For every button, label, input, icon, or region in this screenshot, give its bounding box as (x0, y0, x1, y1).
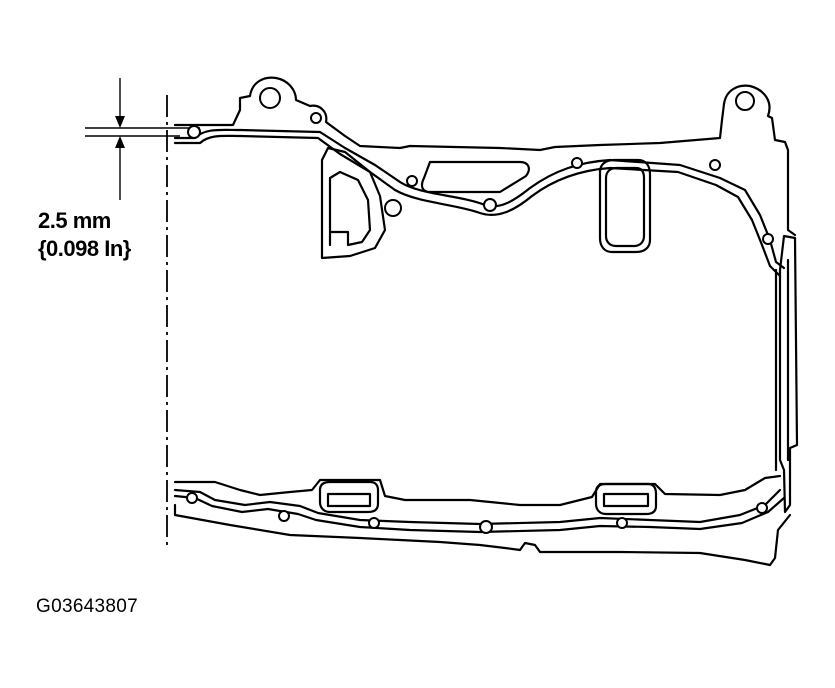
left-pocket (320, 146, 387, 260)
upper-gasket-bead (173, 128, 786, 270)
lower-gasket-bead (173, 488, 782, 526)
right-side-flange (778, 234, 799, 514)
lower-flange-outline (173, 474, 782, 507)
right-window (598, 158, 652, 254)
figure-code: G03643807 (36, 596, 139, 617)
lower-right-slot (594, 482, 658, 516)
dimension-arrows (85, 78, 200, 200)
lower-left-slot (318, 480, 380, 514)
dimension-label-metric: 2.5 mm (38, 208, 111, 233)
dimension-label-imperial: {0.098 In} (38, 236, 131, 261)
center-slot (420, 160, 530, 194)
lower-bolt-holes (186, 492, 768, 534)
upper-flange-outline (173, 76, 797, 237)
upper-bolt-holes (187, 87, 774, 245)
lower-flange-bottom-edge (173, 503, 792, 567)
